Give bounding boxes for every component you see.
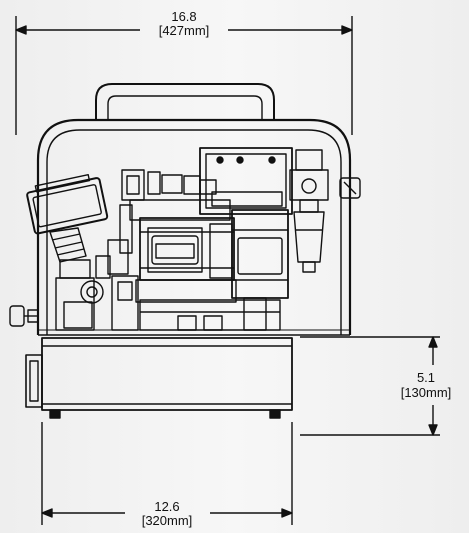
height-value: 5.1 — [417, 370, 435, 385]
base-width-value: 12.6 — [154, 499, 179, 514]
pump-body — [135, 209, 289, 331]
valve-manifold — [95, 169, 231, 331]
base-width-metric: [320mm] — [142, 513, 193, 528]
air-regulator — [289, 149, 361, 273]
height-dimension-lines — [300, 336, 440, 436]
base-width-dimension-lines — [41, 422, 293, 525]
width-metric: [427mm] — [159, 23, 210, 38]
carry-handle — [95, 83, 275, 120]
width-dimension-lines — [15, 16, 353, 135]
reservoir-tank — [25, 337, 293, 419]
height-metric: [130mm] — [401, 385, 452, 400]
electrical-box — [199, 147, 293, 215]
left-fitting — [9, 305, 39, 327]
width-value: 16.8 — [171, 9, 196, 24]
pressure-gauge — [26, 174, 109, 331]
